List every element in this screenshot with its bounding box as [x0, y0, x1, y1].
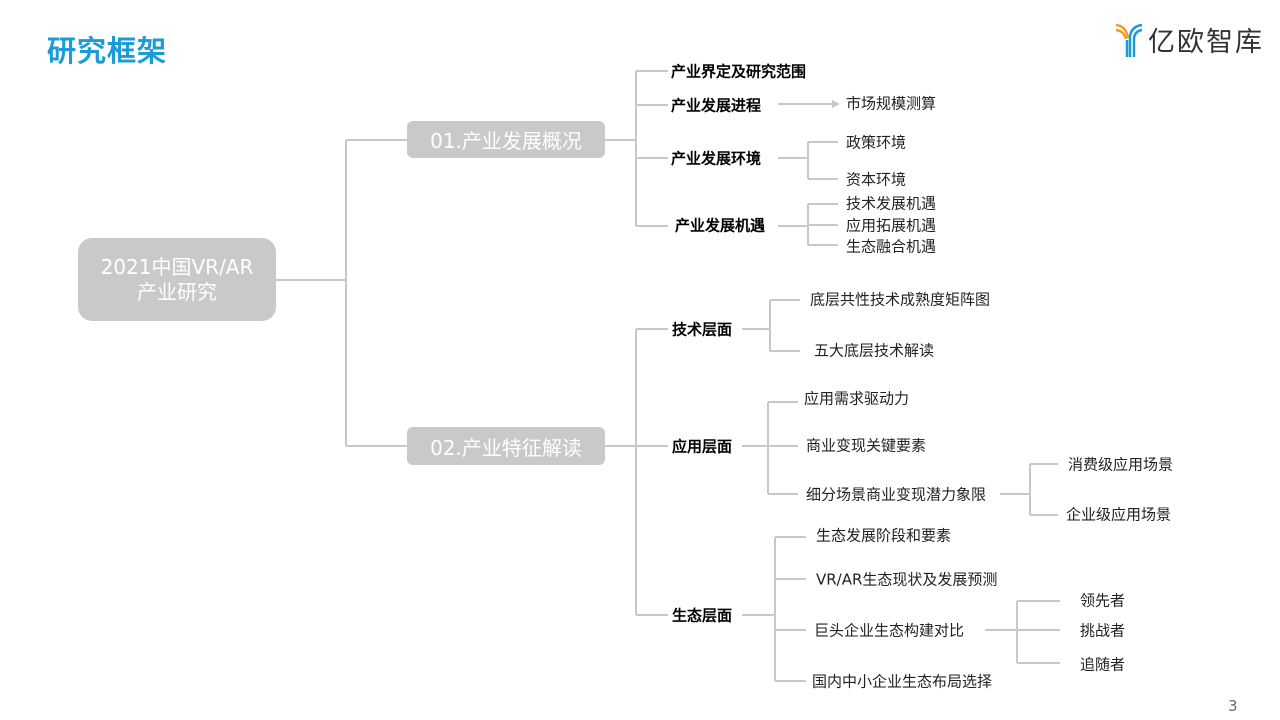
node-industry-opportunity: 产业发展机遇 — [675, 216, 766, 235]
node-industry-environment: 产业发展环境 — [671, 149, 762, 168]
leaf-market-size: 市场规模测算 — [846, 94, 937, 113]
leaf-giant-compare: 巨头企业生态构建对比 — [814, 621, 965, 640]
section-node-01: 01.产业发展概况 — [407, 121, 605, 158]
page-title: 研究框架 — [47, 34, 168, 68]
page-number: 3 — [1228, 697, 1238, 715]
leaf-monetization: 商业变现关键要素 — [806, 436, 927, 455]
leaf-maturity-matrix: 底层共性技术成熟度矩阵图 — [810, 290, 991, 309]
root-title-line1: 2021中国VR/AR — [100, 254, 254, 279]
giant-connector — [985, 600, 1060, 664]
node-industry-definition: 产业界定及研究范围 — [671, 62, 807, 81]
opportunity-connector — [778, 203, 838, 246]
environment-connector — [778, 141, 838, 180]
tech-connector — [742, 299, 800, 352]
logo-text: 亿欧智库 — [1148, 27, 1264, 58]
leaf-policy: 政策环境 — [846, 133, 907, 152]
leaf-consumer-scene: 消费级应用场景 — [1068, 455, 1174, 474]
root-connector — [276, 139, 407, 447]
eco-connector — [742, 536, 806, 682]
leaf-eco-status: VR/AR生态现状及发展预测 — [816, 570, 998, 589]
leaf-five-tech: 五大底层技术解读 — [814, 341, 935, 360]
section-node-02: 02.产业特征解读 — [407, 427, 605, 465]
leaf-enterprise-scene: 企业级应用场景 — [1066, 505, 1172, 524]
leaf-follower: 追随者 — [1080, 655, 1126, 674]
leaf-eco-opportunity: 生态融合机遇 — [846, 237, 937, 256]
leaf-capital: 资本环境 — [846, 170, 907, 189]
leaf-eco-stage: 生态发展阶段和要素 — [816, 526, 952, 545]
scene-connector — [1000, 463, 1058, 516]
leaf-demand-driver: 应用需求驱动力 — [804, 389, 910, 408]
logo: 亿欧智库 — [1114, 20, 1264, 59]
section2-connector — [605, 328, 668, 616]
node-industry-progress: 产业发展进程 — [671, 96, 762, 115]
leaf-challenger: 挑战者 — [1080, 621, 1126, 640]
logo-icon — [1115, 23, 1143, 57]
leaf-sme-layout: 国内中小企业生态布局选择 — [812, 672, 993, 691]
leaf-tech-opportunity: 技术发展机遇 — [846, 194, 937, 213]
section1-connector — [605, 70, 668, 227]
node-eco-layer: 生态层面 — [672, 606, 733, 625]
node-app-layer: 应用层面 — [672, 437, 733, 456]
app-connector — [742, 401, 798, 495]
root-title-line2: 产业研究 — [137, 279, 217, 304]
root-node: 2021中国VR/AR 产业研究 — [78, 238, 276, 321]
leaf-scene-quadrant: 细分场景商业变现潜力象限 — [806, 485, 987, 504]
leaf-leader: 领先者 — [1080, 591, 1126, 610]
node-tech-layer: 技术层面 — [672, 320, 733, 339]
leaf-app-opportunity: 应用拓展机遇 — [846, 216, 937, 235]
arrow-head-icon — [832, 100, 840, 108]
